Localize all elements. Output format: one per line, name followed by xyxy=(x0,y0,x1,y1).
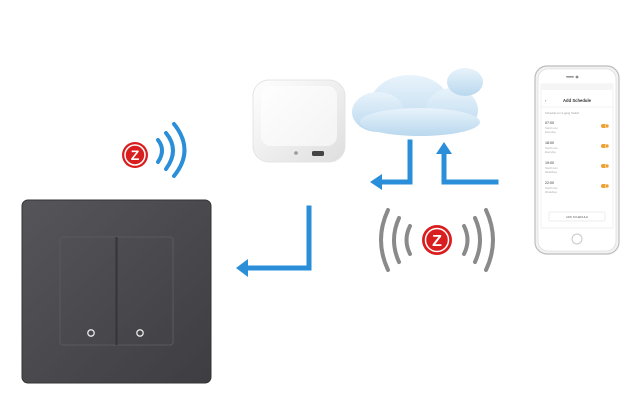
svg-text:19:00: 19:00 xyxy=(545,161,554,165)
zigbee-signal-top: Z xyxy=(122,122,187,178)
wall-switch-panel xyxy=(21,199,212,384)
zigbee-logo-icon xyxy=(422,225,452,255)
zigbee-letter: Z xyxy=(131,147,140,163)
add-schedule-button[interactable] xyxy=(548,211,606,222)
svg-text:22:00: 22:00 xyxy=(545,181,554,185)
back-arrow-icon: ‹ xyxy=(545,98,547,103)
svg-text:Everyday: Everyday xyxy=(545,150,557,154)
phone-screen xyxy=(540,83,614,229)
camera-icon xyxy=(575,75,579,79)
smartphone: ‹ Add Schedule Schedule for 2-gang Switc… xyxy=(534,65,620,255)
svg-text:07:00: 07:00 xyxy=(545,121,554,125)
arrow-cloud-to-hub xyxy=(375,139,413,185)
schedule-item-2: 18:00 Switch one Everyday xyxy=(545,141,610,154)
hub-led-icon xyxy=(294,151,298,155)
screen-title: Add Schedule xyxy=(563,98,592,103)
add-schedule-label: ADD SCHEDULE xyxy=(566,215,588,219)
hub-port-icon xyxy=(312,151,324,156)
svg-text:Switch two: Switch two xyxy=(545,186,558,190)
arrow-head-up xyxy=(436,142,452,154)
svg-text:Weekdays: Weekdays xyxy=(545,190,558,194)
arrow-head-left-2 xyxy=(236,259,248,277)
gang-2-button xyxy=(136,329,144,337)
schedule-item-3: 19:00 Switch two Weekdays xyxy=(545,161,610,174)
svg-text:Switch one: Switch one xyxy=(545,146,558,150)
wave-1 xyxy=(156,138,164,164)
svg-text:Switch one: Switch one xyxy=(545,126,558,130)
schedule-item-4: 22:00 Switch two Weekdays xyxy=(545,181,610,194)
zigbee-signal-center: Z xyxy=(379,208,495,272)
svg-text:Weekdays: Weekdays xyxy=(545,170,558,174)
home-button-icon[interactable] xyxy=(571,233,583,245)
speaker-icon xyxy=(566,76,574,78)
section-label: Schedule for 2-gang Switch xyxy=(545,111,580,115)
cloud-icon xyxy=(352,68,483,136)
wave-3 xyxy=(172,122,187,178)
zigbee-logo-icon xyxy=(122,142,148,168)
led-indicator-icon xyxy=(87,329,95,337)
svg-text:Switch two: Switch two xyxy=(545,166,558,170)
arrow-hub-to-switch xyxy=(243,205,312,271)
led-indicator-icon xyxy=(136,329,144,337)
gang-1-button xyxy=(87,329,95,337)
schedule-item-1: 07:00 Switch one Everyday xyxy=(545,121,610,134)
zigbee-letter: Z xyxy=(432,233,442,250)
zigbee-hub xyxy=(252,79,346,163)
wave-2 xyxy=(164,131,175,171)
svg-text:Everyday: Everyday xyxy=(545,130,557,134)
arrow-head-left-1 xyxy=(370,174,382,190)
arrow-phone-to-cloud xyxy=(441,149,499,185)
svg-text:18:00: 18:00 xyxy=(545,141,554,145)
